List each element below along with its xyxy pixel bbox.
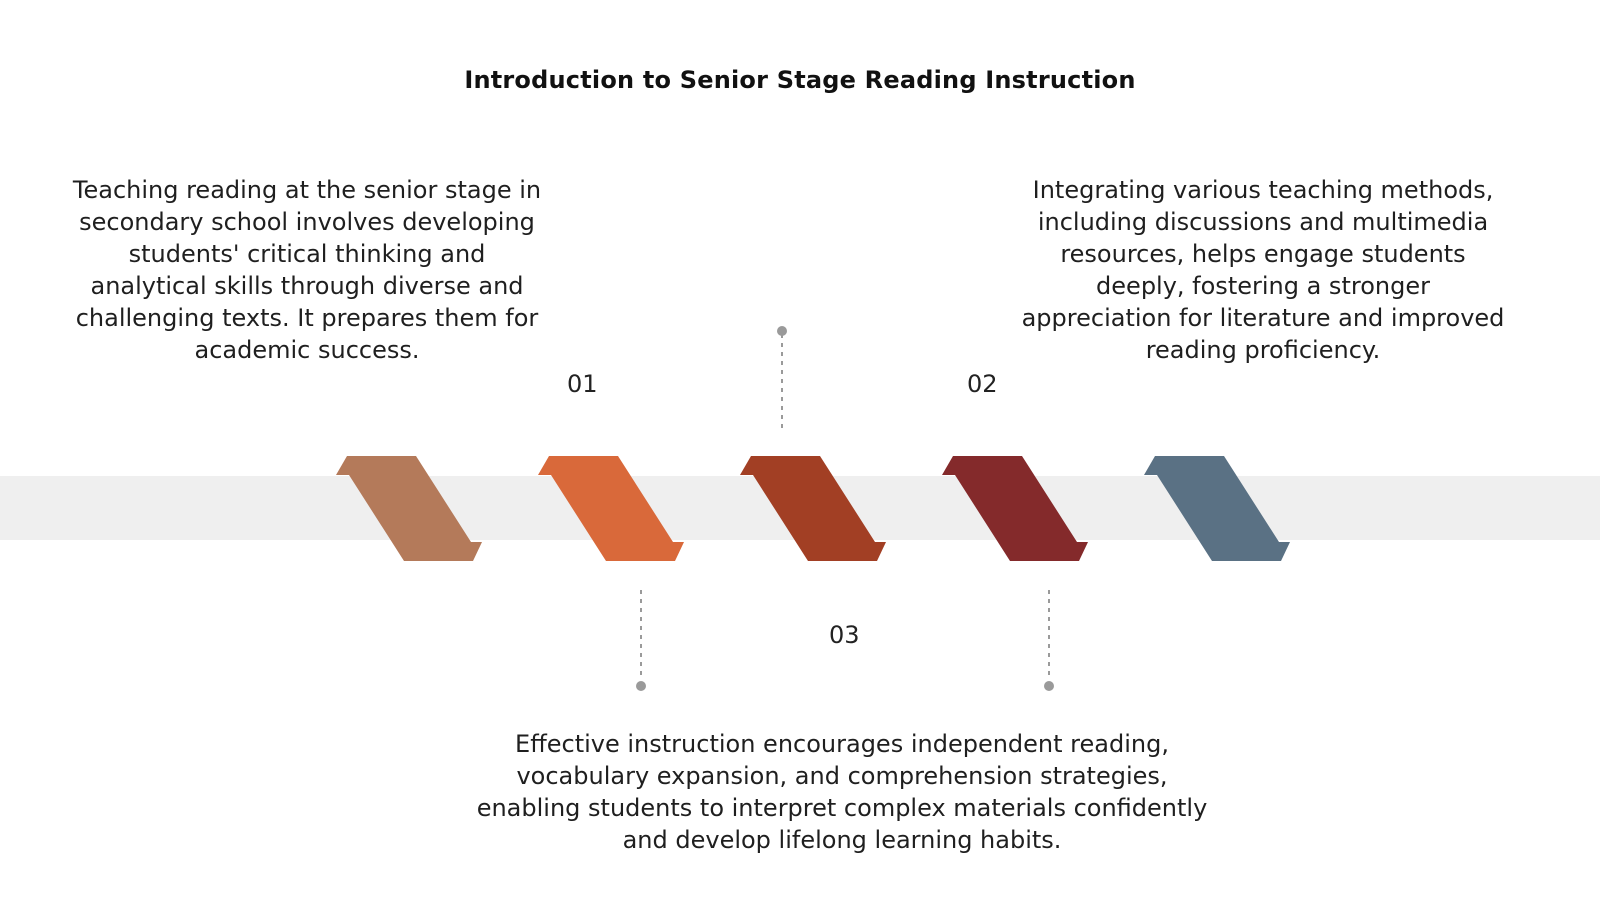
step-01-number: 01: [567, 370, 598, 398]
connector-bottom-left-dot: [636, 681, 646, 691]
step-03-number: 03: [829, 621, 860, 649]
step-02-description: Integrating various teaching methods, in…: [1021, 176, 1505, 364]
connector-top-dot: [777, 326, 787, 336]
chevron-shape-2: [538, 456, 684, 561]
connector-bottom-left: [636, 590, 646, 691]
step-02-number: 02: [967, 370, 998, 398]
connector-bottom-right-dot: [1044, 681, 1054, 691]
step-03-description: Effective instruction encourages indepen…: [476, 730, 1208, 854]
chevron-shape-1: [336, 456, 482, 561]
chevron-shape-3: [740, 456, 886, 561]
connector-bottom-right: [1044, 590, 1054, 691]
chevron-shape-4: [942, 456, 1088, 561]
slide-title: Introduction to Senior Stage Reading Ins…: [464, 66, 1136, 94]
step-01-description: Teaching reading at the senior stage in …: [72, 176, 542, 364]
chevron-shape-5: [1144, 456, 1290, 561]
connector-top: [777, 326, 787, 428]
